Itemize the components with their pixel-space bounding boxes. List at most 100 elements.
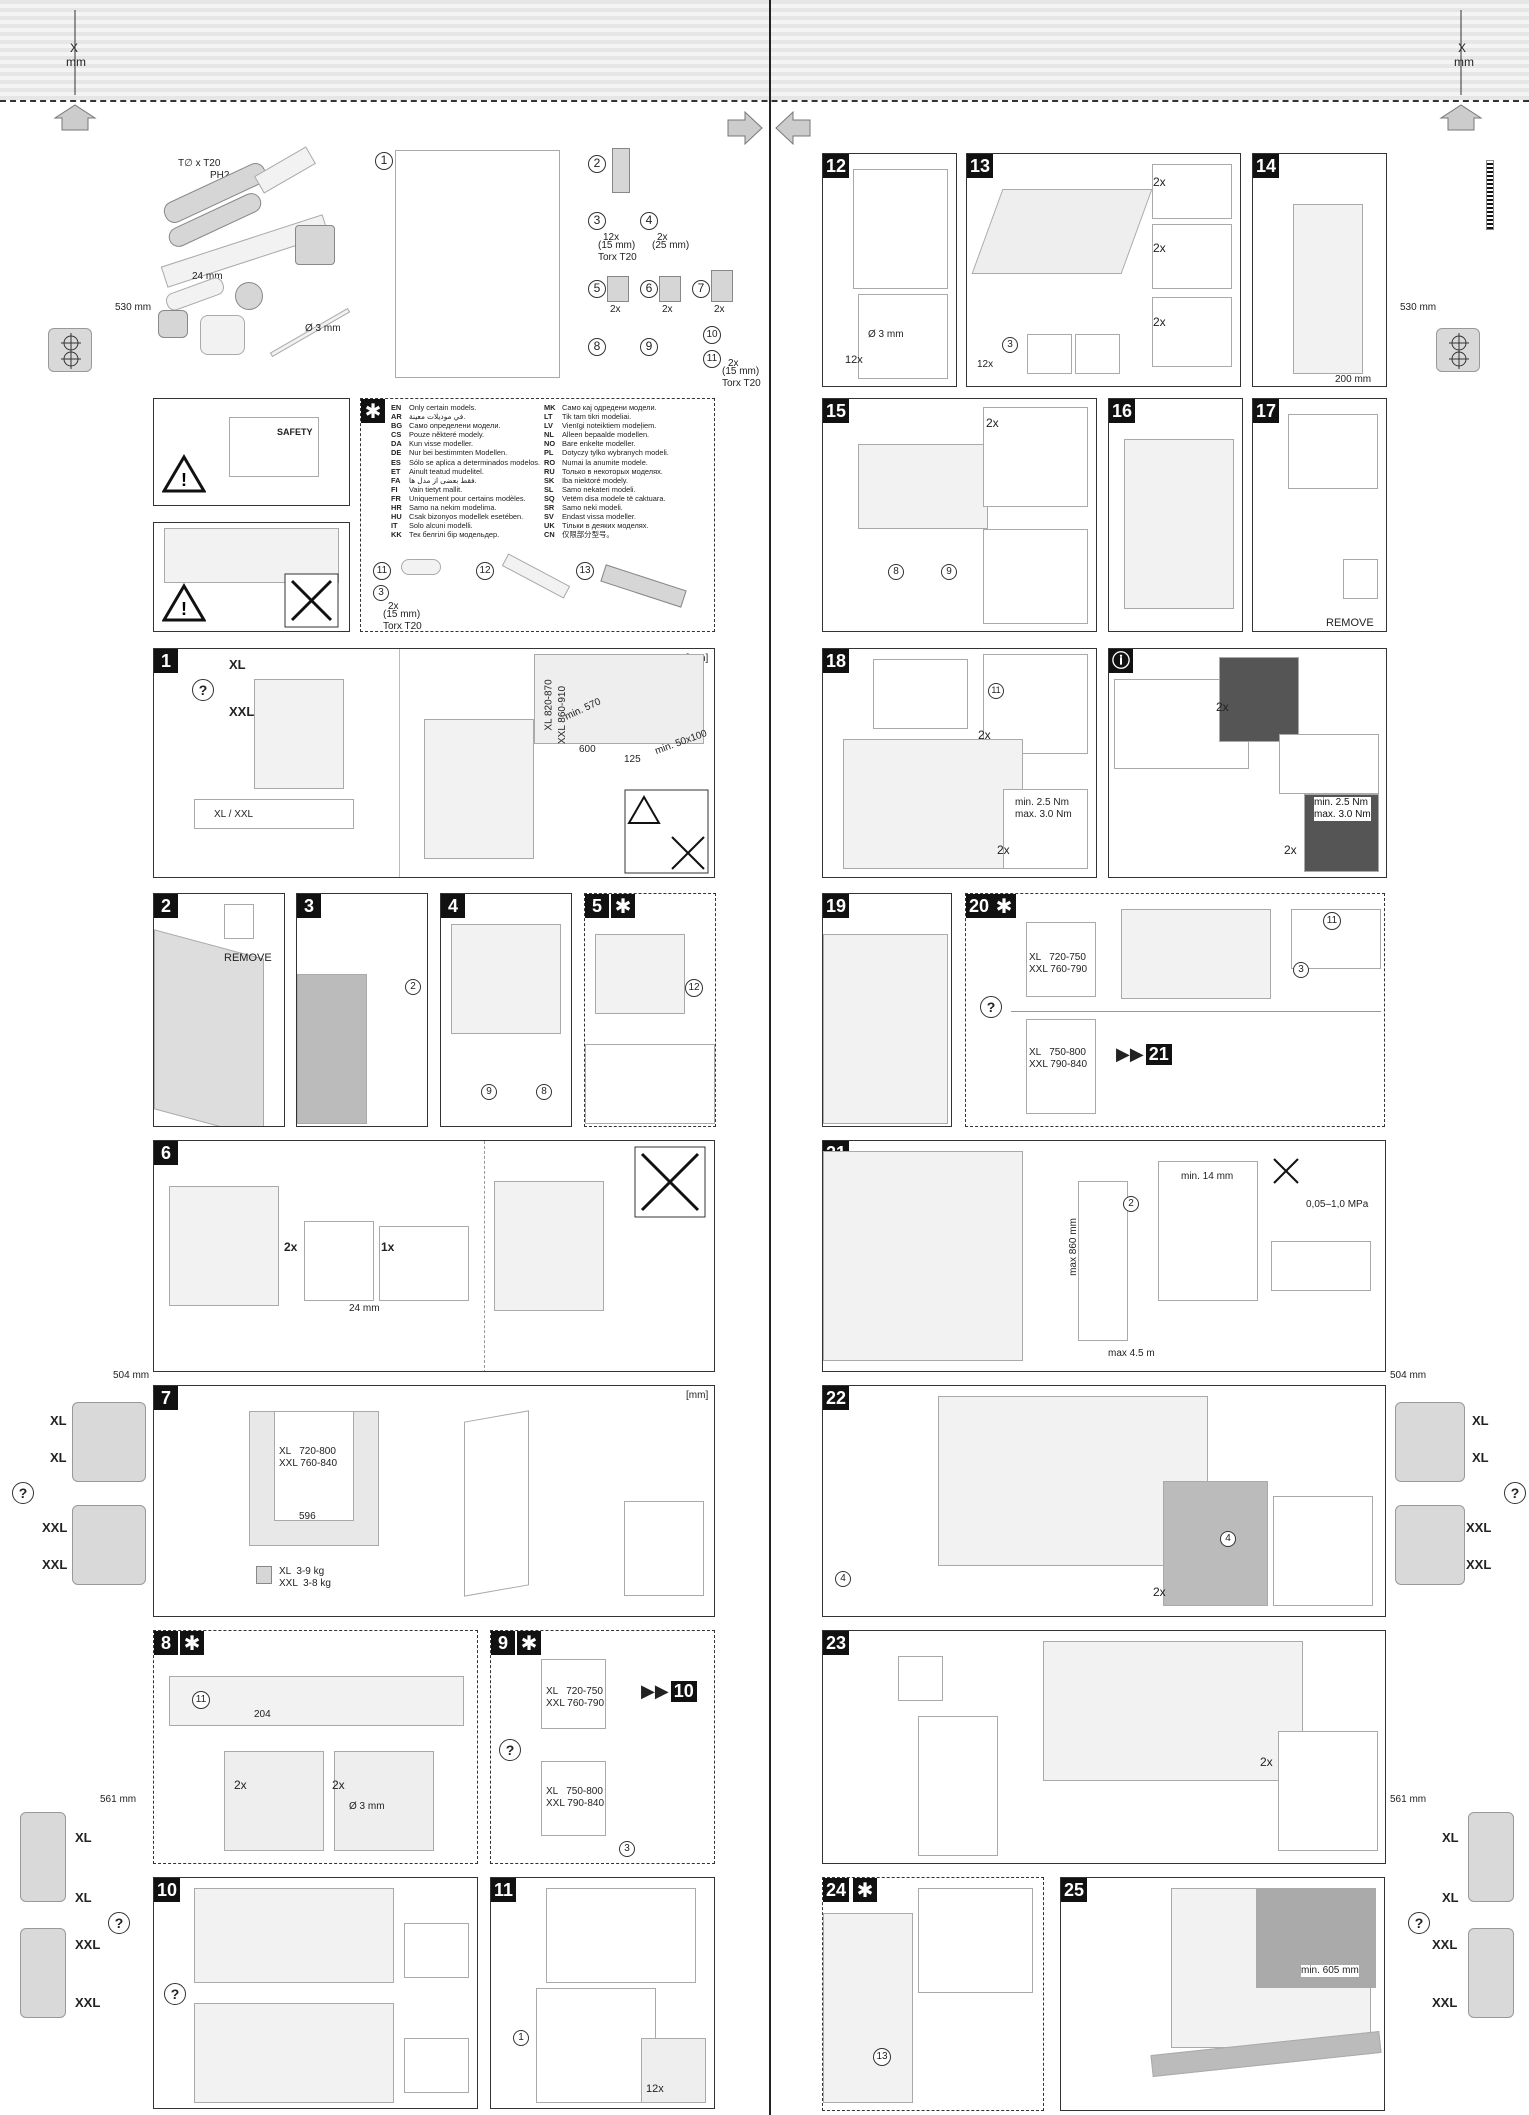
dim-504-left: 504 mm bbox=[113, 1370, 150, 1381]
door-fit-2-art bbox=[194, 2003, 394, 2103]
foot-adjust-art bbox=[304, 1221, 374, 1301]
info-panel: ⓘ 2x min. 2.5 Nm max. 3.0 Nm 2x bbox=[1108, 648, 1387, 878]
prohibited-icon bbox=[284, 573, 339, 628]
part-3-marker: 3 bbox=[1293, 962, 1309, 978]
pliers-icon bbox=[158, 310, 188, 338]
dim-xl: XL 820-870 bbox=[543, 679, 555, 731]
torque-detail-art bbox=[1219, 657, 1299, 742]
pressure-label: 0,05–1,0 MPa bbox=[1306, 1199, 1369, 1210]
step-number: 4 bbox=[441, 894, 465, 918]
step-number: 2 bbox=[154, 894, 178, 918]
step-3-panel: 3 2 bbox=[296, 893, 428, 1127]
step-5-panel: 5 ✱ 12 bbox=[584, 893, 716, 1127]
xl-label: XL bbox=[1472, 1413, 1489, 1428]
xlxxl-label: XL / XXL bbox=[214, 809, 254, 820]
star-icon: ✱ bbox=[992, 894, 1016, 918]
step-12-panel: 12 Ø 3 mm 12x bbox=[822, 153, 957, 387]
xxl-label: XXL bbox=[75, 1995, 101, 2010]
gloves-icon bbox=[200, 315, 245, 355]
safety-panel-2: ! bbox=[153, 522, 350, 632]
divider bbox=[399, 649, 400, 877]
screw-detail-art bbox=[641, 2038, 706, 2103]
hose-art bbox=[1078, 1181, 1128, 1341]
part-3-marker: 3 bbox=[1002, 337, 1018, 353]
step-19-panel: 19 bbox=[822, 893, 952, 1127]
star-icon: ✱ bbox=[361, 399, 385, 423]
hinge-detail-2-art bbox=[983, 529, 1088, 624]
step-number: 23 bbox=[823, 1631, 850, 1655]
part-13-marker: 13 bbox=[576, 562, 594, 580]
star-icon: ✱ bbox=[611, 894, 635, 918]
width-596: 596 bbox=[299, 1511, 316, 1522]
part-8-marker: 8 bbox=[888, 564, 904, 580]
dim-561-right: 561 mm bbox=[1390, 1794, 1427, 1805]
plinth-detail-art bbox=[918, 1888, 1033, 1993]
qty-2x: 2x bbox=[1153, 1585, 1166, 1599]
door-spring-art bbox=[918, 1716, 998, 1856]
step-9-panel: 9 ✱ ? XL 720-750 XXL 760-790 ▶▶10 XL 750… bbox=[490, 1630, 715, 1864]
dishwasher-open-art bbox=[254, 679, 344, 789]
drill-label: Ø 3 mm bbox=[305, 323, 341, 334]
torque-label: min. 2.5 Nm max. 3.0 Nm bbox=[1314, 797, 1371, 821]
xxl-label: XXL bbox=[1466, 1557, 1492, 1572]
torx-label: T∅ x T20 bbox=[178, 158, 221, 169]
mount-bracket-icon bbox=[72, 1402, 146, 1482]
drill-detail-art bbox=[858, 294, 948, 379]
mount-bracket-icon bbox=[1395, 1505, 1465, 1585]
template-art bbox=[546, 1888, 696, 1983]
safety-label: SAFETY bbox=[277, 427, 313, 437]
door-adjust-2-art bbox=[1279, 734, 1379, 794]
step-number: 7 bbox=[154, 1386, 178, 1410]
xxl-height: XXL 760-840 bbox=[279, 1458, 338, 1469]
remove-label: REMOVE bbox=[224, 952, 272, 964]
tape-roll-icon bbox=[235, 282, 263, 310]
step-number: 20 bbox=[966, 894, 993, 918]
question-icon: ? bbox=[192, 679, 214, 701]
star-icon: ✱ bbox=[180, 1631, 204, 1655]
bin-icon bbox=[224, 904, 254, 939]
dim-504-right: 504 mm bbox=[1390, 1370, 1427, 1381]
qty-2x: 2x bbox=[1216, 700, 1229, 714]
xl-label: XL bbox=[1442, 1830, 1459, 1845]
qty-2x: 2x bbox=[1260, 1755, 1273, 1769]
door-panel-art bbox=[971, 189, 1153, 274]
drill-detail-2-art bbox=[334, 1751, 434, 1851]
step-number: 14 bbox=[1253, 154, 1280, 178]
part-10-marker: 10 bbox=[703, 326, 721, 344]
part-1-marker: 1 bbox=[375, 152, 393, 170]
divider bbox=[1011, 1011, 1381, 1012]
dishwasher-in-niche-art bbox=[494, 1181, 604, 1311]
center-fold-line bbox=[769, 0, 771, 2115]
step-number: 11 bbox=[491, 1878, 517, 1902]
qty-2x: 2x bbox=[332, 1778, 345, 1792]
part-2-marker: 2 bbox=[1123, 1196, 1139, 1212]
dim-561-left: 561 mm bbox=[100, 1794, 137, 1805]
part-4-marker: 4 bbox=[835, 1571, 851, 1587]
mm-label-left: mm bbox=[66, 55, 86, 69]
strip-13-icon bbox=[600, 564, 687, 608]
qty-2x: 2x bbox=[986, 416, 999, 430]
xl-label: XL bbox=[229, 657, 246, 672]
hinge-remove-art bbox=[1288, 414, 1378, 489]
xxl-label: XXL bbox=[42, 1557, 68, 1572]
ph-label: PH2 bbox=[210, 170, 230, 181]
balance-icon bbox=[898, 1656, 943, 1701]
svg-text:!: ! bbox=[181, 599, 187, 619]
xl-label: XL bbox=[50, 1413, 67, 1428]
part-4-marker: 4 bbox=[1220, 1531, 1236, 1547]
step-23-panel: 23 2x bbox=[822, 1630, 1386, 1864]
x-label-left: X bbox=[70, 41, 79, 55]
qty-1x: 1x bbox=[381, 1240, 395, 1254]
drill-label: Ø 3 mm bbox=[349, 1801, 385, 1812]
qty-12x: 12x bbox=[646, 2083, 664, 2095]
info-icon: ⓘ bbox=[1109, 649, 1133, 673]
safety-panel: SAFETY ! bbox=[153, 398, 350, 506]
remove-label: REMOVE bbox=[1326, 617, 1374, 629]
